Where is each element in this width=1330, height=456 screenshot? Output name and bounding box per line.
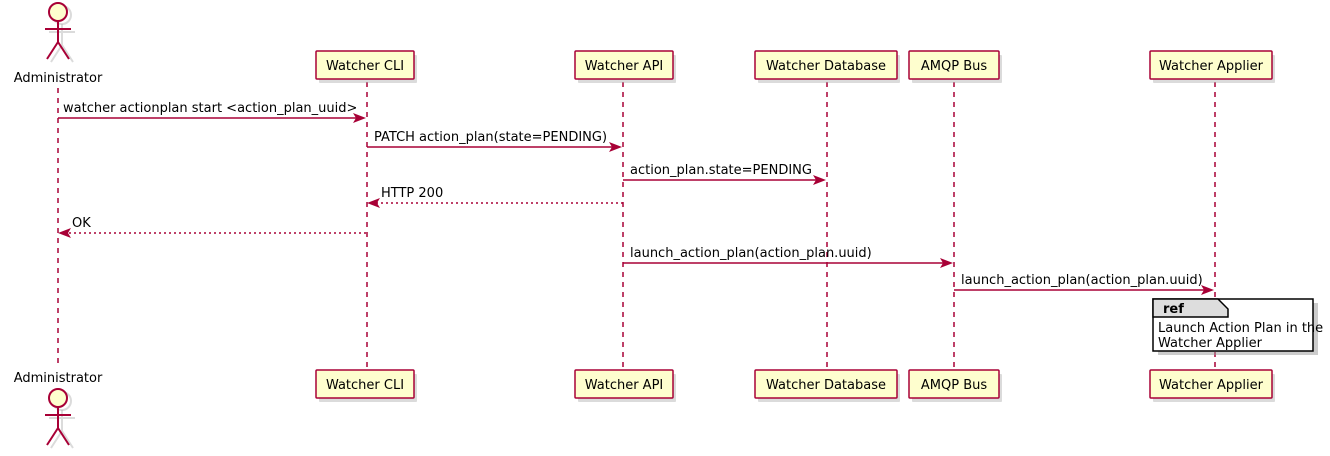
participant-footer-label-watcher-api: Watcher API (585, 378, 664, 393)
participant-header-label-amqp-bus: AMQP Bus (921, 59, 987, 74)
ref-fragment-tab-label: ref (1163, 302, 1184, 317)
participant-footer-watcher-cli[interactable]: Watcher CLI (315, 369, 417, 402)
message-0-arrowhead (353, 113, 366, 123)
ref-fragment-line1: Launch Action Plan in the (1158, 321, 1323, 336)
message-6-arrowhead (1201, 285, 1214, 295)
participant-header-watcher-applier[interactable]: Watcher Applier (1149, 50, 1275, 83)
participant-footer-watcher-api[interactable]: Watcher API (574, 369, 676, 402)
lifelines (57, 82, 1216, 370)
ref-fragment-line2: Watcher Applier (1158, 336, 1263, 351)
message-1-label: PATCH action_plan(state=PENDING) (374, 130, 607, 145)
participant-header-label-watcher-cli: Watcher CLI (326, 59, 404, 74)
participant-header-amqp-bus[interactable]: AMQP Bus (908, 50, 1002, 83)
participant-footer-label-watcher-applier: Watcher Applier (1159, 378, 1264, 393)
message-5[interactable]: launch_action_plan(action_plan.uuid) (623, 246, 953, 268)
message-4-arrowhead (58, 228, 71, 238)
actor-label-administrator-top: Administrator (14, 71, 103, 86)
participant-footer-label-watcher-database: Watcher Database (766, 378, 886, 393)
message-4-label: OK (72, 216, 91, 231)
message-2-arrowhead (813, 175, 826, 185)
message-6[interactable]: launch_action_plan(action_plan.uuid) (954, 273, 1214, 295)
message-0[interactable]: watcher actionplan start <action_plan_uu… (58, 101, 366, 123)
actor-administrator-bottom[interactable]: Administrator (14, 371, 103, 449)
message-6-label: launch_action_plan(action_plan.uuid) (961, 273, 1203, 288)
message-3-arrowhead (367, 198, 380, 208)
participant-footer-watcher-database[interactable]: Watcher Database (754, 369, 900, 402)
message-2-label: action_plan.state=PENDING (630, 163, 812, 178)
message-5-label: launch_action_plan(action_plan.uuid) (630, 246, 872, 261)
participant-header-watcher-cli[interactable]: Watcher CLI (315, 50, 417, 83)
message-0-label: watcher actionplan start <action_plan_uu… (63, 101, 357, 116)
message-3-label: HTTP 200 (381, 186, 443, 201)
participant-header-label-watcher-database: Watcher Database (766, 59, 886, 74)
participant-footer-label-amqp-bus: AMQP Bus (921, 378, 987, 393)
message-5-arrowhead (940, 258, 953, 268)
message-4[interactable]: OK (58, 216, 366, 238)
participant-header-label-watcher-api: Watcher API (585, 59, 664, 74)
message-1-arrowhead (609, 142, 622, 152)
participant-header-watcher-database[interactable]: Watcher Database (754, 50, 900, 83)
participant-header-watcher-api[interactable]: Watcher API (574, 50, 676, 83)
actor-icon-bottom (45, 388, 75, 449)
actor-administrator-top[interactable]: Administrator (14, 2, 103, 86)
participant-footer-watcher-applier[interactable]: Watcher Applier (1149, 369, 1275, 402)
actor-label-administrator-bottom: Administrator (14, 371, 103, 386)
ref-fragment[interactable]: ref Launch Action Plan in the Watcher Ap… (1152, 298, 1323, 355)
participant-footer-amqp-bus[interactable]: AMQP Bus (908, 369, 1002, 402)
message-3[interactable]: HTTP 200 (367, 186, 623, 208)
message-2[interactable]: action_plan.state=PENDING (623, 163, 826, 185)
participant-header-label-watcher-applier: Watcher Applier (1159, 59, 1264, 74)
actor-icon-top (45, 2, 75, 63)
message-1[interactable]: PATCH action_plan(state=PENDING) (367, 130, 622, 152)
participant-footer-label-watcher-cli: Watcher CLI (326, 378, 404, 393)
